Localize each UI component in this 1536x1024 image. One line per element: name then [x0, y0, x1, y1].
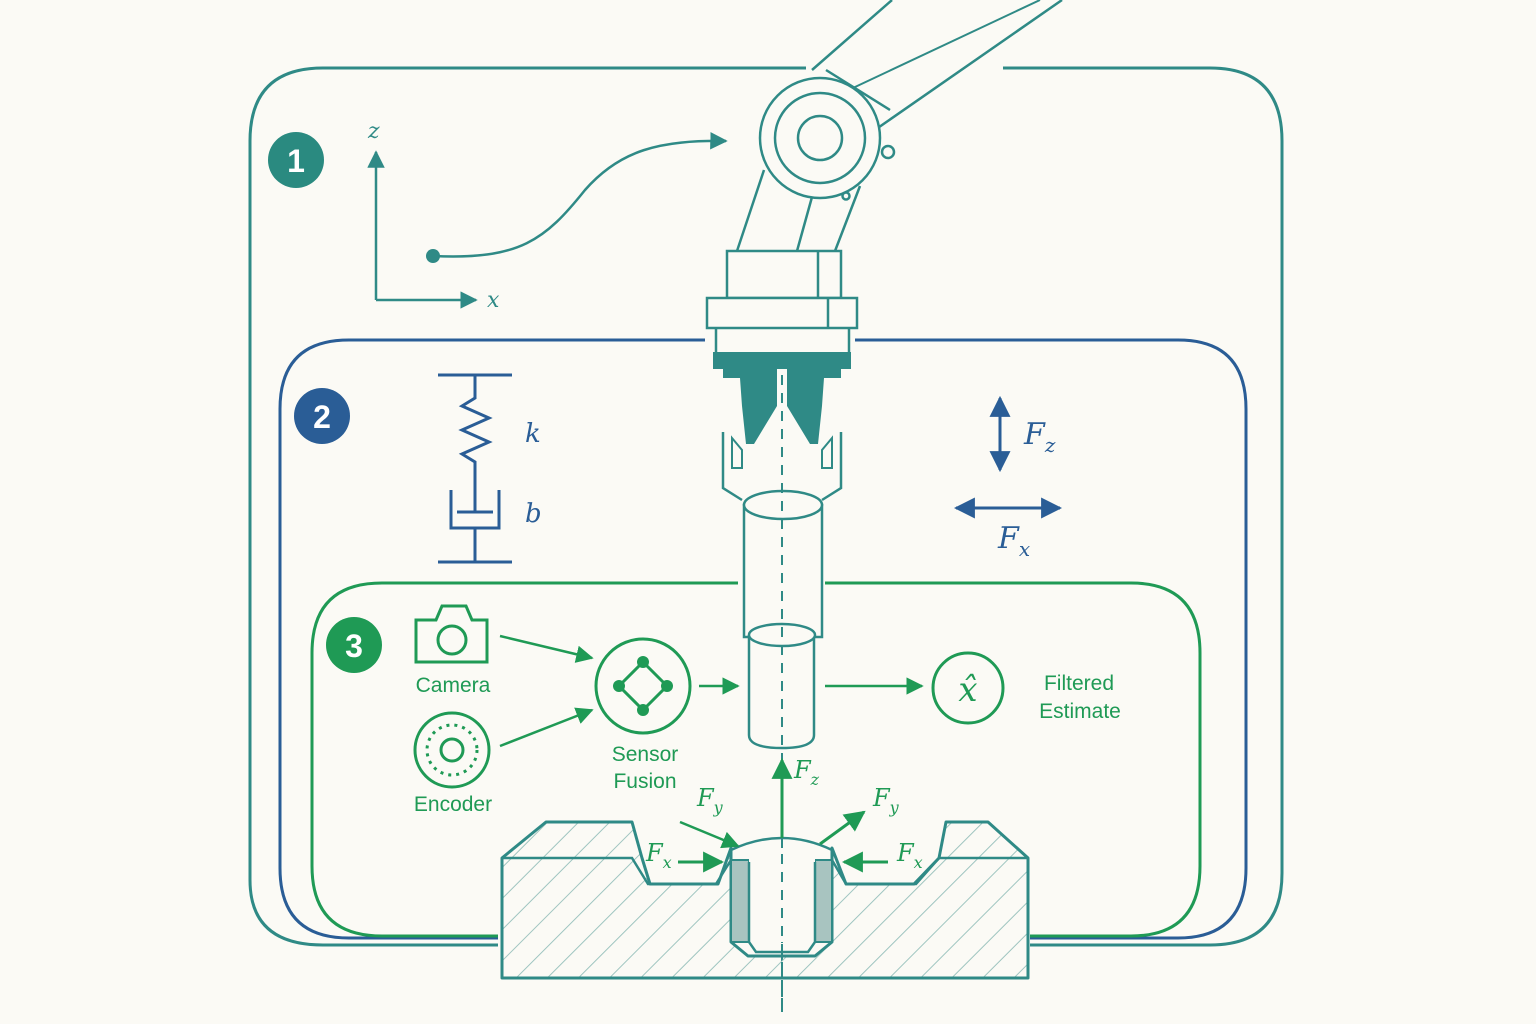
gripper: [713, 352, 851, 502]
panel-2-frame: [278, 338, 1248, 940]
estimate-symbol: x̂: [958, 670, 977, 710]
fusion-label-line2: Fusion: [613, 770, 676, 793]
section-2-badge: 2: [294, 388, 350, 444]
encoder-to-fusion-arrow: [499, 707, 594, 748]
panel-3-frame: [310, 581, 1202, 938]
hole-wall-right: [814, 859, 833, 943]
section-3-number: 3: [345, 628, 363, 664]
elbow-joint: [758, 76, 896, 201]
damper-label: b: [525, 499, 542, 529]
workpiece: [500, 820, 1030, 1012]
trajectory-plot: z x: [367, 119, 728, 313]
section-2-number: 2: [313, 399, 331, 435]
camera-to-fusion-arrow: [499, 634, 594, 663]
z-axis-label: z: [367, 119, 380, 144]
forearm-link: [735, 169, 862, 252]
wrist-flange: [705, 296, 859, 330]
section-1-number: 1: [287, 143, 305, 179]
contact-force-arrows: [678, 757, 888, 873]
camera-label: Camera: [416, 674, 491, 697]
force-arrows-impedance: [953, 395, 1063, 519]
wrist-block: [725, 249, 843, 300]
trajectory-curve: [432, 132, 728, 258]
estimate-label-line2: Estimate: [1039, 700, 1121, 723]
encoder-icon: [413, 711, 491, 789]
estimate-label-line1: Filtered: [1044, 672, 1114, 695]
fy-right-arrow: [819, 810, 866, 846]
sensor-fusion-icon: [594, 637, 692, 735]
encoder-label: Encoder: [414, 793, 492, 816]
fy-left-arrow: [679, 820, 740, 849]
fx-right-label: Fx: [896, 839, 923, 872]
section-1-badge: 1: [268, 132, 324, 188]
gripper-finger-right: [787, 369, 841, 444]
fy-left-label: Fy: [696, 784, 724, 817]
hole-wall-left: [730, 859, 750, 943]
force-x-label: Fx: [997, 521, 1030, 561]
gripper-finger-left: [723, 369, 777, 444]
camera-icon: [414, 604, 489, 664]
spring-icon: [458, 375, 493, 500]
x-axis-label: x: [487, 288, 500, 313]
fy-right-label: Fy: [872, 784, 900, 817]
panel-1-frame: [248, 66, 1284, 947]
force-z-label: Fz: [1023, 417, 1056, 457]
peg: [742, 489, 824, 750]
estimate-icon: x̂: [931, 651, 1005, 725]
section-3-badge: 3: [326, 617, 382, 673]
spring-label: k: [525, 419, 541, 449]
damper-icon: [449, 490, 501, 562]
fusion-label-line1: Sensor: [612, 743, 679, 766]
fz-label: Fz: [793, 756, 820, 789]
fx-left-label: Fx: [645, 839, 672, 872]
robot-arm: [705, 0, 1063, 352]
impedance-model: [438, 373, 512, 564]
